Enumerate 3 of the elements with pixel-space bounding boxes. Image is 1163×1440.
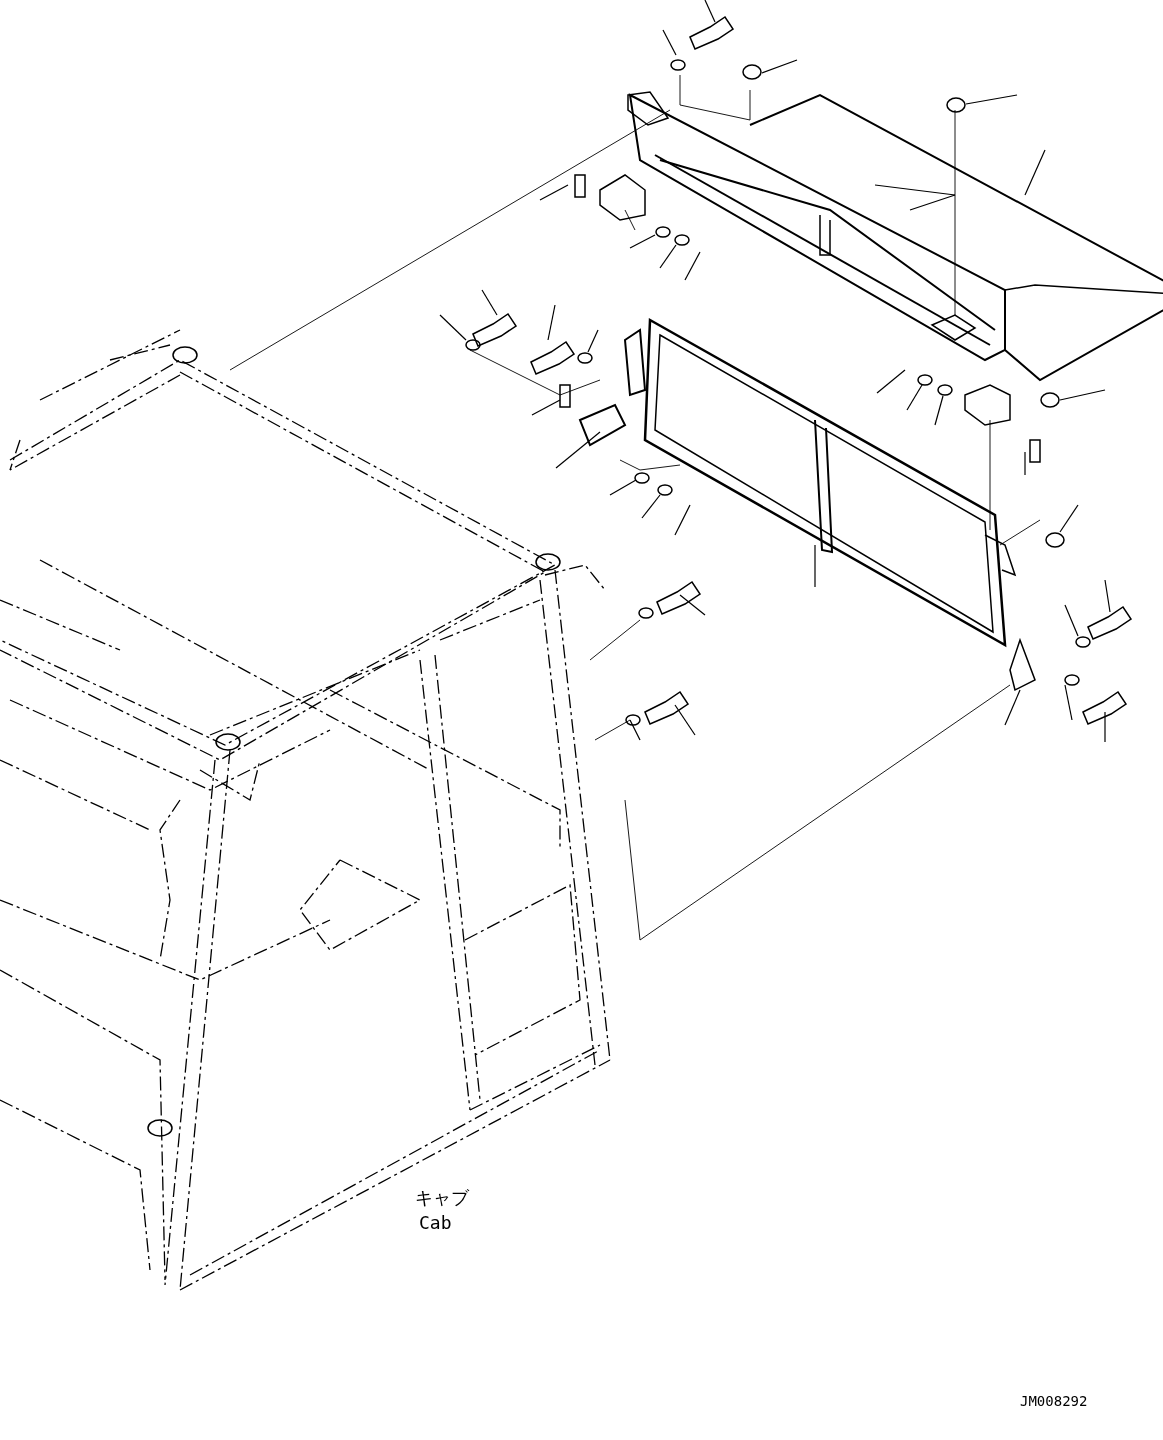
drawing-number: JM008292 [1020, 1393, 1088, 1409]
part-label: Cab [419, 1212, 452, 1233]
part-label: キャブ [415, 1186, 469, 1210]
